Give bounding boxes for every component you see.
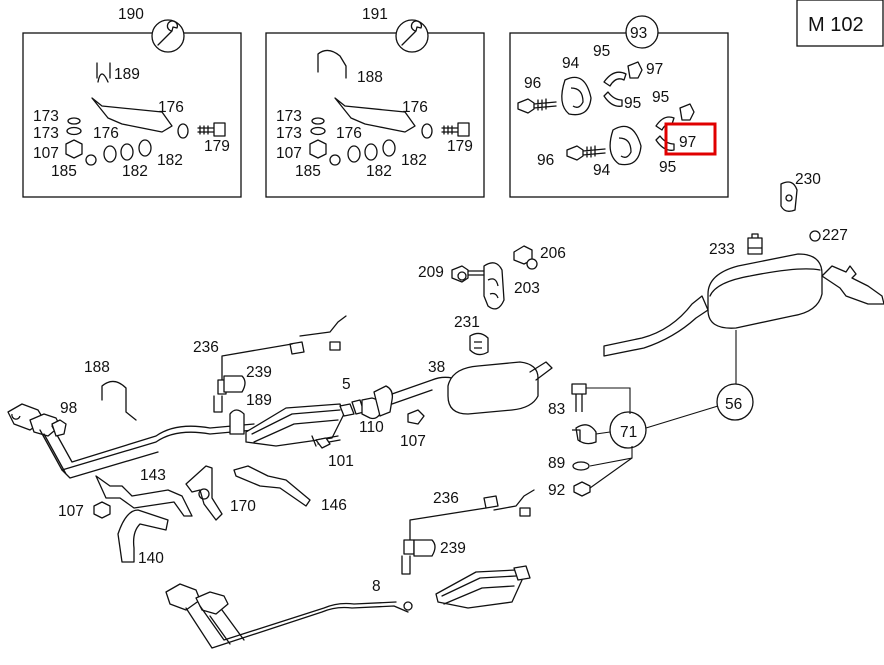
part-label-188: 188 [84, 359, 110, 376]
highlight-box [664, 122, 717, 156]
bracket-188 [101, 380, 137, 421]
part-label-176: 176 [93, 125, 119, 142]
part-label-233: 233 [709, 241, 735, 258]
front-pipe-catalyst-lower [165, 565, 531, 649]
part-label-107: 107 [33, 145, 59, 162]
kit-93-panel: 93 94 95 97 96 95 95 96 94 95 97 [509, 15, 729, 198]
bolt-101 [315, 437, 331, 449]
wrench-icon [157, 20, 179, 46]
kit-number: 93 [630, 25, 647, 42]
part-label-173: 173 [33, 125, 59, 142]
kit-number: 190 [118, 6, 144, 23]
callout-group [571, 383, 754, 497]
part-label-176: 176 [402, 99, 428, 116]
part-label-227: 227 [822, 227, 848, 244]
part-label-231: 231 [454, 314, 480, 331]
part-label-107: 107 [58, 503, 84, 520]
part-label-94: 94 [562, 55, 580, 72]
part-label-182: 182 [122, 163, 148, 180]
part-label-140: 140 [138, 550, 164, 567]
bolt-98 [51, 419, 67, 437]
part-label-96: 96 [524, 75, 541, 92]
part-label-5: 5 [342, 376, 351, 393]
part-label-143: 143 [140, 467, 166, 484]
part-label-185: 185 [51, 163, 77, 180]
part-label-110: 110 [359, 419, 384, 436]
part-label-209: 209 [418, 264, 444, 281]
front-pipe-catalyst-upper [7, 399, 365, 479]
part-label-95: 95 [624, 95, 641, 112]
part-label-71: 71 [620, 424, 637, 441]
part-label-173: 173 [276, 125, 302, 142]
part-label-188: 188 [357, 69, 383, 86]
part-label-230: 230 [795, 171, 821, 188]
oxygen-sensor-upper [213, 315, 347, 413]
part-label-239: 239 [440, 540, 466, 557]
rear-muffler-group [603, 181, 884, 384]
hanger-bracket-group [451, 245, 538, 310]
part-label-92: 92 [548, 482, 565, 499]
wrench-icon [401, 20, 423, 46]
part-label-101: 101 [328, 453, 354, 470]
kit-number: 191 [362, 6, 388, 23]
part-label-83: 83 [548, 401, 565, 418]
part-label-182: 182 [401, 152, 427, 169]
part-label-236: 236 [433, 490, 459, 507]
part-label-176: 176 [158, 99, 184, 116]
part-label-95: 95 [659, 159, 676, 176]
part-label-189: 189 [246, 392, 272, 409]
part-label-203: 203 [514, 280, 540, 297]
part-label-94: 94 [593, 162, 611, 179]
middle-muffler [361, 361, 553, 425]
part-label-97-highlighted: 97 [679, 134, 696, 151]
model-code: M 102 [808, 14, 864, 36]
part-label-8: 8 [372, 578, 381, 595]
part-label-176: 176 [336, 125, 362, 142]
part-label-182: 182 [157, 152, 183, 169]
part-label-185: 185 [295, 163, 321, 180]
kit-191-panel: 191 188 173 176 173 176 107 182 179 185 … [265, 6, 485, 198]
part-label-173: 173 [276, 108, 302, 125]
part-label-38: 38 [428, 359, 445, 376]
part-label-170: 170 [230, 498, 256, 515]
part-label-97: 97 [646, 61, 663, 78]
part-label-98: 98 [60, 400, 77, 417]
part-label-189: 189 [114, 66, 140, 83]
oxygen-sensor-lower [401, 489, 535, 575]
part-label-89: 89 [548, 455, 565, 472]
part-label-179: 179 [447, 138, 473, 155]
part-label-182: 182 [366, 163, 392, 180]
part-label-96: 96 [537, 152, 554, 169]
support-brackets [93, 465, 311, 563]
part-label-95: 95 [593, 43, 610, 60]
part-label-179: 179 [204, 138, 230, 155]
part-label-206: 206 [540, 245, 566, 262]
part-label-107: 107 [276, 145, 302, 162]
part-label-173: 173 [33, 108, 59, 125]
part-label-107: 107 [400, 433, 426, 450]
part-label-56: 56 [725, 396, 742, 413]
part-label-95: 95 [652, 89, 669, 106]
kit-190-panel: 190 189 173 176 173 176 107 182 179 185 … [22, 6, 242, 198]
part-label-146: 146 [321, 497, 347, 514]
part-label-239: 239 [246, 364, 272, 381]
model-code-box: M 102 [796, 0, 884, 47]
rubber-mount [469, 332, 489, 356]
part-label-236: 236 [193, 339, 219, 356]
